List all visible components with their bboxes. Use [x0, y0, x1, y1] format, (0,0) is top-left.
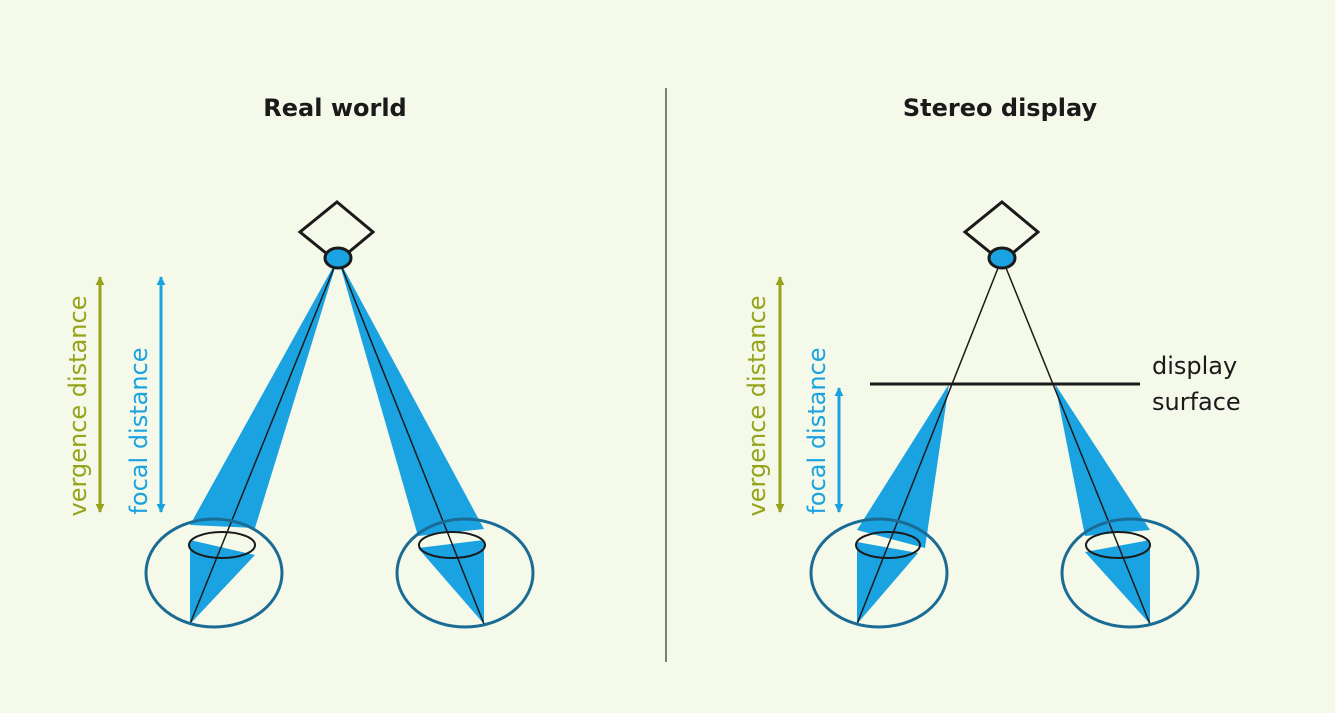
panel-title-real-world: Real world	[263, 94, 406, 122]
panel-title-stereo-display: Stereo display	[903, 94, 1098, 122]
eye-icon	[809, 517, 949, 629]
light-cone-right-eye	[338, 258, 484, 536]
light-cone-left-eye	[857, 384, 949, 548]
panel-stereo-display: Stereo display display surface vergence …	[743, 94, 1241, 629]
vergence-distance-label: vergence distance	[64, 296, 92, 517]
sight-line-left-eye	[189, 257, 339, 625]
eye-icon	[144, 517, 284, 629]
panel-real-world: Real world vergence distance focal dista…	[64, 94, 535, 629]
eye-icon	[1060, 517, 1200, 629]
focus-cone-left-eye	[857, 542, 918, 624]
sight-line-right-eye	[1001, 257, 1151, 625]
sight-line-left-eye	[856, 257, 1003, 625]
focal-distance-label: focal distance	[125, 347, 153, 514]
sight-line-right-eye	[337, 257, 485, 625]
eye-icon	[395, 517, 535, 629]
display-surface-label-line2: surface	[1152, 388, 1241, 416]
eye-lens-icon	[418, 531, 486, 559]
focus-cone-right-eye	[418, 540, 484, 624]
light-cone-left-eye	[190, 258, 338, 528]
display-surface-label-line1: display	[1152, 352, 1237, 380]
focal-distance-label: focal distance	[803, 347, 831, 514]
focus-cone-right-eye	[1085, 540, 1150, 624]
light-cone-right-eye	[1055, 384, 1150, 536]
fixation-point-icon	[987, 246, 1017, 270]
eye-lens-icon	[855, 531, 921, 559]
eye-lens-icon	[1085, 531, 1151, 559]
eye-lens-icon	[188, 531, 256, 559]
vergence-distance-label: vergence distance	[743, 296, 771, 517]
fixation-point-icon	[323, 246, 353, 270]
focus-cone-left-eye	[190, 540, 255, 624]
